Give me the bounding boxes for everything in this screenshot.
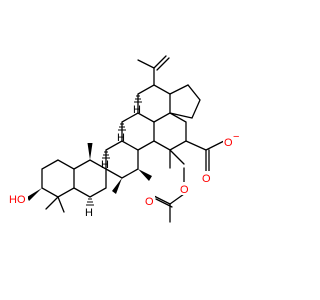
h-label-ring-d: H xyxy=(117,132,125,144)
hydroxyl-label: HO xyxy=(9,194,26,206)
h-label-ring-c: H xyxy=(101,159,109,171)
ring-c xyxy=(105,140,139,179)
stereo-hashes xyxy=(86,95,142,206)
carboxylate-charge-label: − xyxy=(233,131,239,143)
carboxylate-oxygen-label: O xyxy=(224,137,233,149)
ester-oxygen-label: O xyxy=(180,184,189,196)
h-label-ring-b: H xyxy=(85,207,93,219)
molecule-structure: HO O − O O O H H H H xyxy=(8,55,239,223)
ring-b xyxy=(73,159,107,198)
atom-labels: HO O − O O O H H H H xyxy=(8,104,239,219)
carboxylate-group xyxy=(185,140,225,173)
acetoxy-group xyxy=(153,149,185,223)
carbonyl-oxygen-label: O xyxy=(202,173,211,185)
hydroxyl-bond xyxy=(27,188,42,201)
acetyl-oxygen-label: O xyxy=(145,196,154,208)
ring-a xyxy=(41,159,75,198)
ring-d xyxy=(121,112,155,151)
h-label-ring-e: H xyxy=(133,104,141,116)
isopropenyl-group xyxy=(137,55,170,86)
methyl-groups xyxy=(45,143,152,213)
